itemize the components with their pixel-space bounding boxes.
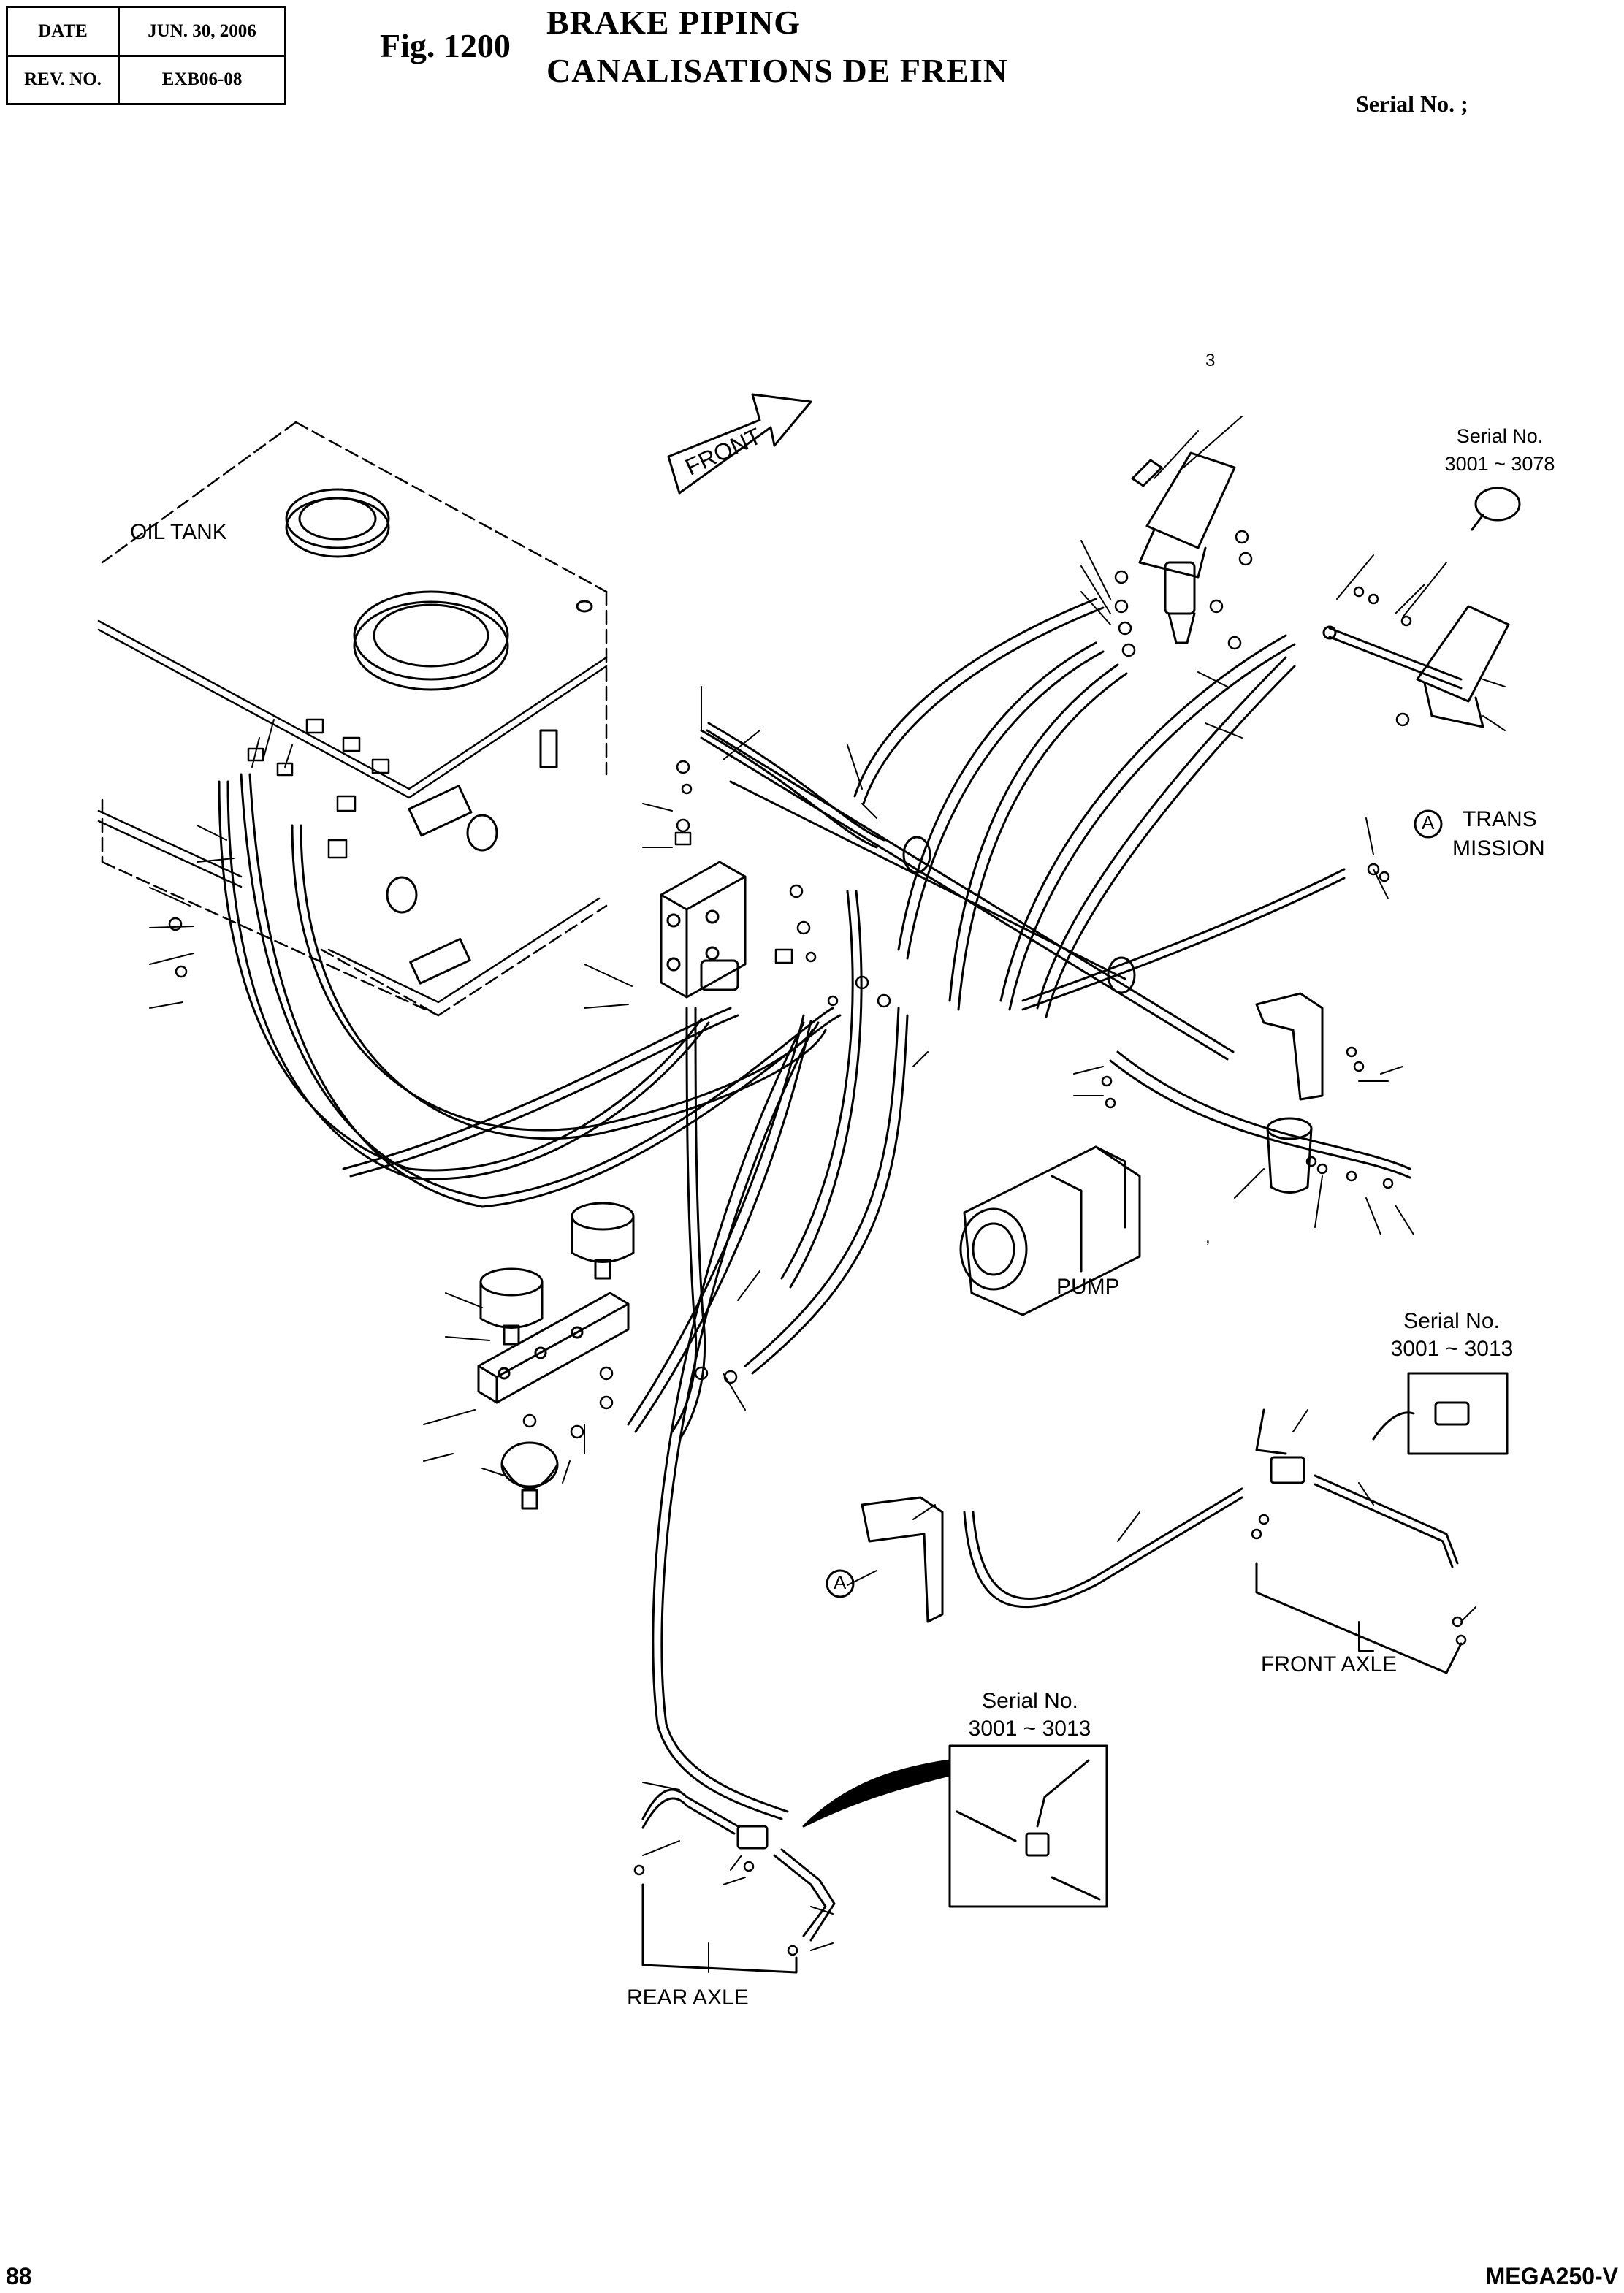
oil-tank-label: OIL TANK	[130, 520, 227, 544]
front-arrow	[667, 393, 812, 495]
figure-number: Fig. 1200	[380, 27, 511, 64]
stray-mark: 3	[1205, 351, 1216, 370]
front-axle-tee	[1270, 1456, 1305, 1484]
serial-note-rear-line1: Serial No.	[982, 1689, 1078, 1713]
brake-pedal-main	[1131, 451, 1236, 644]
fittings	[168, 530, 1467, 1956]
inset-box-rear	[802, 1744, 1108, 1908]
oil-tank-top	[97, 619, 608, 1004]
page-number: 88	[6, 2263, 32, 2289]
brake-valve-block	[660, 861, 747, 999]
tank-ports	[386, 600, 593, 985]
rear-axle-label: REAR AXLE	[627, 1985, 749, 2010]
bracket-a	[861, 1496, 944, 1623]
hose-bundle	[218, 598, 1296, 1820]
callout-a-label-1: A	[1422, 812, 1435, 833]
title-english: BRAKE PIPING	[546, 4, 801, 41]
rear-axle-lines	[641, 1788, 836, 1974]
stray-comma: ,	[1205, 1227, 1211, 1247]
transmission-label-line2: MISSION	[1452, 836, 1545, 861]
revision-table: DATE JUN. 30, 2006 REV. NO. EXB06-08	[6, 6, 286, 105]
accumulator-1	[479, 1267, 544, 1346]
leader-lines	[149, 416, 1506, 1973]
rigid-tube	[700, 729, 1235, 1061]
serial-note-front-line1: Serial No.	[1403, 1309, 1500, 1333]
accumulator-manifold	[477, 1292, 630, 1404]
date-label: DATE	[6, 6, 120, 57]
accumulator-3	[500, 1441, 559, 1510]
pump-label: PUMP	[1056, 1275, 1120, 1299]
callout-a-circle-2	[826, 1569, 855, 1598]
callout-a-label-2: A	[834, 1571, 847, 1593]
serial-number-header: Serial No. ;	[1356, 91, 1468, 117]
rev-label: REV. NO.	[6, 54, 120, 105]
serial-balloon	[1471, 487, 1521, 531]
front-axle-label: FRONT AXLE	[1261, 1652, 1398, 1676]
tank-flange-2	[353, 590, 509, 691]
serial-note-pedal-line1: Serial No.	[1456, 425, 1544, 447]
brake-pedal-alt	[1322, 605, 1510, 728]
trans-hoses	[1021, 868, 1411, 1179]
serial-note-front-line2: 3001 ~ 3013	[1390, 1337, 1514, 1361]
inset-box-front	[1372, 1372, 1509, 1455]
serial-note-rear-line2: 3001 ~ 3013	[968, 1717, 1091, 1741]
front-axle-lines	[963, 1408, 1463, 1674]
transmission-label-line1: TRANS	[1463, 807, 1537, 831]
callout-a-circle-1	[1414, 809, 1443, 839]
rev-value: EXB06-08	[118, 54, 286, 105]
model-name: MEGA250-V	[1485, 2263, 1618, 2289]
title-french: CANALISATIONS DE FREIN	[546, 52, 1009, 89]
date-value: JUN. 30, 2006	[118, 6, 286, 57]
bracket	[1255, 992, 1324, 1101]
pump-body	[959, 1145, 1141, 1316]
serial-note-pedal-line2: 3001 ~ 3078	[1444, 453, 1555, 475]
tank-flange-1	[285, 488, 390, 558]
accumulator-2	[571, 1202, 635, 1280]
